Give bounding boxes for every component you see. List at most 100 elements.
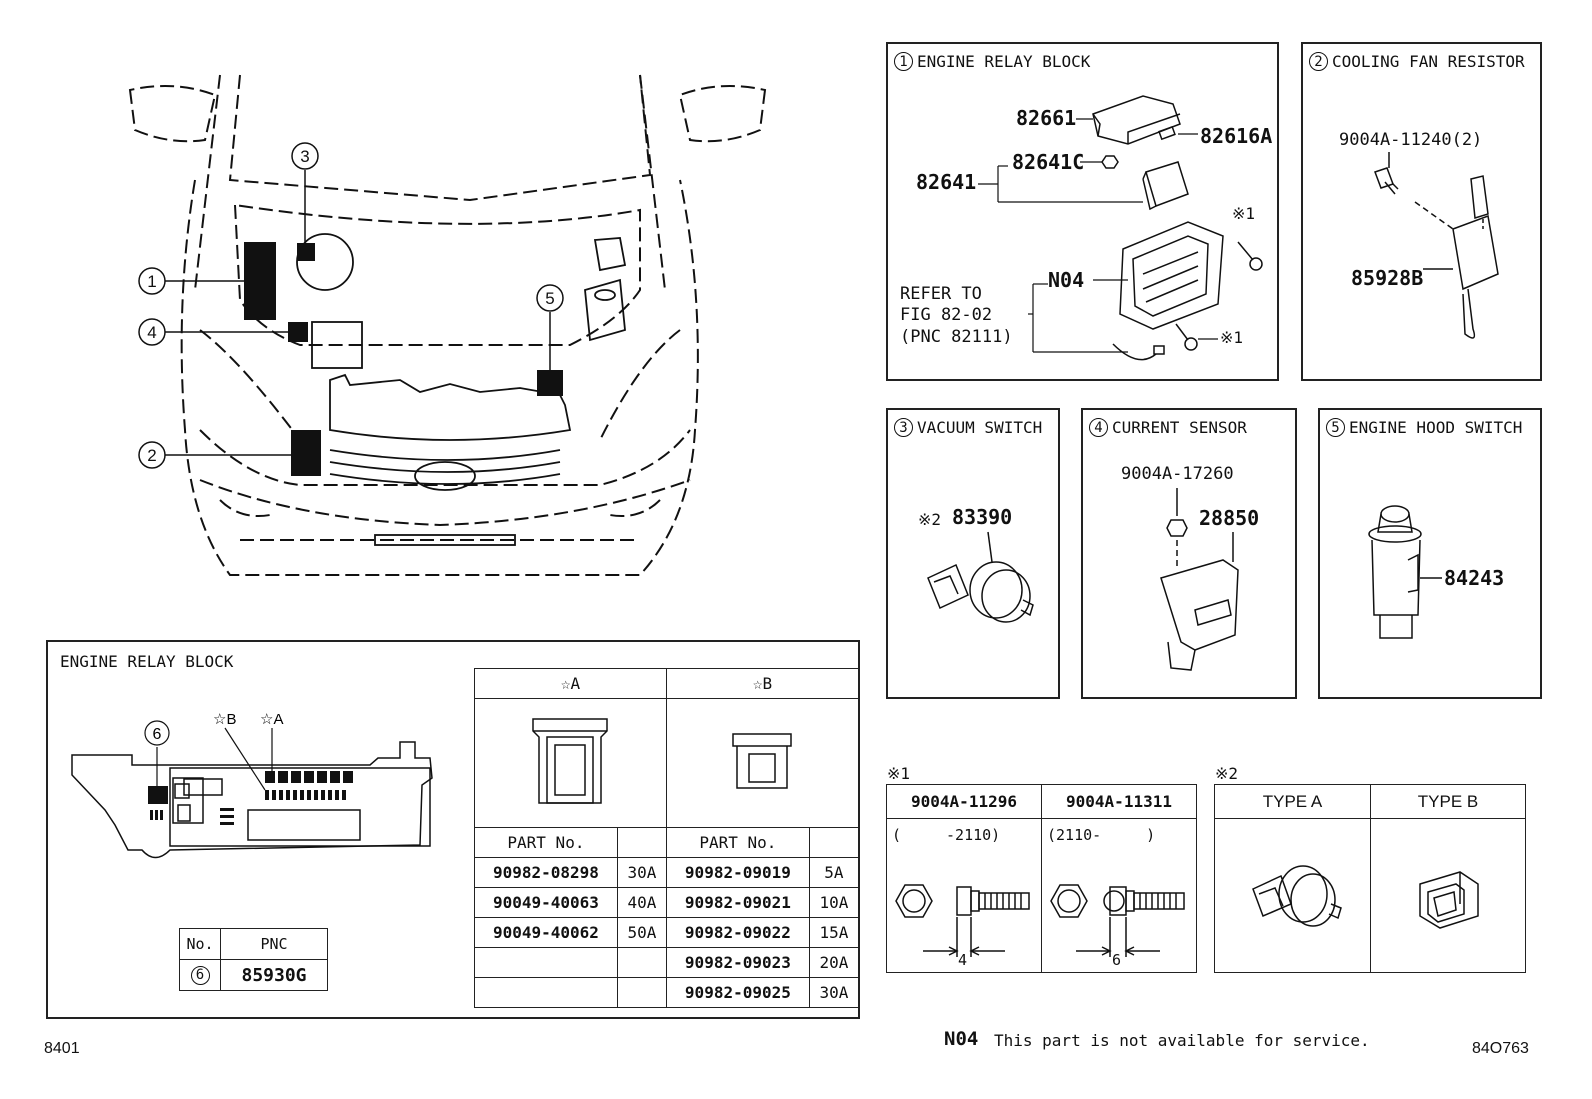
fuse-table: ☆A ☆B PART No. [474, 668, 860, 1008]
star-b-label: ☆B [213, 711, 236, 728]
panel-number-5: 5 [1326, 418, 1345, 437]
footer-left-code: 8401 [44, 1040, 80, 1057]
part-83390: 83390 [952, 505, 1013, 529]
refer-line-2: FIG 82-02 [900, 305, 993, 325]
vehicle-overview-drawing: 3 1 4 5 2 [128, 74, 767, 576]
fuse-b-icon [732, 733, 793, 789]
resistor-drawing [1374, 152, 1499, 339]
callout-2: 2 [147, 446, 156, 465]
panel-number-2: 2 [1309, 52, 1328, 71]
part-82616A: 82616A [1200, 124, 1273, 148]
bolt-2-drawing [1050, 884, 1185, 957]
fuse-header-a: ☆A [474, 668, 667, 699]
part-no-header-a: PART No. [474, 827, 618, 858]
refer-line-3: (PNC 82111) [900, 327, 1013, 347]
note-mark-1a: ※1 [1232, 204, 1256, 223]
pnc-row-number: 6 [190, 965, 210, 985]
fuse-b-amp-3: 15A [808, 917, 860, 948]
type-col-b: TYPE B [1370, 784, 1526, 819]
bolt-col-2: 9004A-11311 [1041, 784, 1197, 819]
panel-number-1: 1 [894, 52, 913, 71]
note-mark-2: ※2 [918, 510, 942, 529]
relay-block-exploded-drawing [978, 95, 1263, 361]
panel-title: COOLING FAN RESISTOR [1332, 52, 1525, 71]
part-82641: 82641 [916, 170, 977, 194]
pnc-row-value: 85930G [220, 959, 328, 991]
panel-title: ENGINE HOOD SWITCH [1349, 418, 1523, 437]
bolt-range-2: (2110- ) [1047, 826, 1156, 844]
footer-note: This part is not available for service. [994, 1031, 1370, 1050]
callout-4: 4 [147, 323, 156, 342]
fuse-b-part-4: 90982-09023 [665, 947, 810, 978]
part-no-header-b: PART No. [665, 827, 810, 858]
fuse-b-amp-5: 30A [808, 977, 860, 1008]
footer-right-code: 84O763 [1472, 1040, 1529, 1057]
type-table: TYPE A TYPE B [1213, 784, 1526, 973]
footer-n04-code: N04 [944, 1028, 979, 1050]
pnc-header-pnc: PNC [220, 928, 328, 960]
callout-1: 1 [147, 272, 156, 291]
bolt-cell-2: (2110- ) 6 [1041, 818, 1197, 973]
fuse-b-amp-4: 20A [808, 947, 860, 978]
bolt-1-drawing [895, 884, 1030, 957]
panel-title: CURRENT SENSOR [1112, 418, 1247, 437]
vacuum-switch-drawing [927, 531, 1034, 623]
fuse-b-part-5: 90982-09025 [665, 977, 810, 1008]
type-b-switch-icon [1419, 870, 1479, 929]
fuse-a-amp-1: 30A [616, 857, 667, 888]
callout-6: 6 [153, 726, 162, 743]
fuse-a-part-1: 90982-08298 [474, 857, 618, 888]
panel-title: VACUUM SWITCH [917, 418, 1043, 437]
relay-block-layout-drawing: 6 ☆B ☆A [71, 711, 433, 859]
fuse-b-part-1: 90982-09019 [665, 857, 810, 888]
callout-3: 3 [300, 147, 309, 166]
panel-number-4: 4 [1089, 418, 1108, 437]
note-mark-1b: ※1 [1220, 328, 1244, 347]
part-85928B: 85928B [1351, 266, 1424, 290]
part-84243: 84243 [1444, 566, 1505, 590]
hood-switch-drawing [1368, 505, 1442, 639]
fuse-a-part-4 [474, 947, 618, 978]
bolt-dim-2: 6 [1112, 951, 1122, 969]
part-28850: 28850 [1199, 506, 1260, 530]
fuse-header-b: ☆B [665, 668, 860, 699]
bolt-dim-1: 4 [958, 951, 968, 969]
type-a-cell [1213, 818, 1372, 973]
fuse-a-part-5 [474, 977, 618, 1008]
pnc-table: No.PNC 6 85930G [179, 928, 328, 991]
pnc-header-no: No. [179, 928, 221, 960]
fuse-a-amp-3: 50A [616, 917, 667, 948]
bolt-section-mark: ※1 [887, 764, 911, 783]
bolt-table: 9004A-11296 9004A-11311 ( -2110) 4 [886, 784, 1197, 973]
panel-title: ENGINE RELAY BLOCK [917, 52, 1091, 71]
part-N04: N04 [1048, 268, 1085, 292]
type-b-cell [1370, 818, 1526, 973]
fuse-a-icon [532, 718, 609, 804]
part-9004A-11240: 9004A-11240(2) [1339, 130, 1483, 150]
fuse-image-b [665, 698, 860, 828]
fuse-a-part-3: 90049-40062 [474, 917, 618, 948]
callout-5: 5 [545, 289, 554, 308]
fuse-b-part-2: 90982-09021 [665, 887, 810, 918]
type-col-a: TYPE A [1213, 784, 1372, 819]
bolt-range-1: ( -2110) [892, 826, 1001, 844]
fuse-a-part-2: 90049-40063 [474, 887, 618, 918]
fuse-image-a [474, 698, 667, 828]
fuse-b-amp-2: 10A [808, 887, 860, 918]
panel-number-3: 3 [894, 418, 913, 437]
fuse-b-part-3: 90982-09022 [665, 917, 810, 948]
type-a-switch-icon [1251, 864, 1342, 927]
bolt-cell-1: ( -2110) 4 [886, 818, 1042, 973]
fuse-a-amp-5 [616, 977, 667, 1008]
refer-line-1: REFER TO [900, 284, 982, 304]
bolt-col-1: 9004A-11296 [886, 784, 1042, 819]
part-82641C: 82641C [1012, 150, 1085, 174]
type-section-mark: ※2 [1215, 764, 1239, 783]
fuse-a-amp-4 [616, 947, 667, 978]
fuse-b-amp-1: 5A [808, 857, 860, 888]
part-82661: 82661 [1016, 106, 1077, 130]
